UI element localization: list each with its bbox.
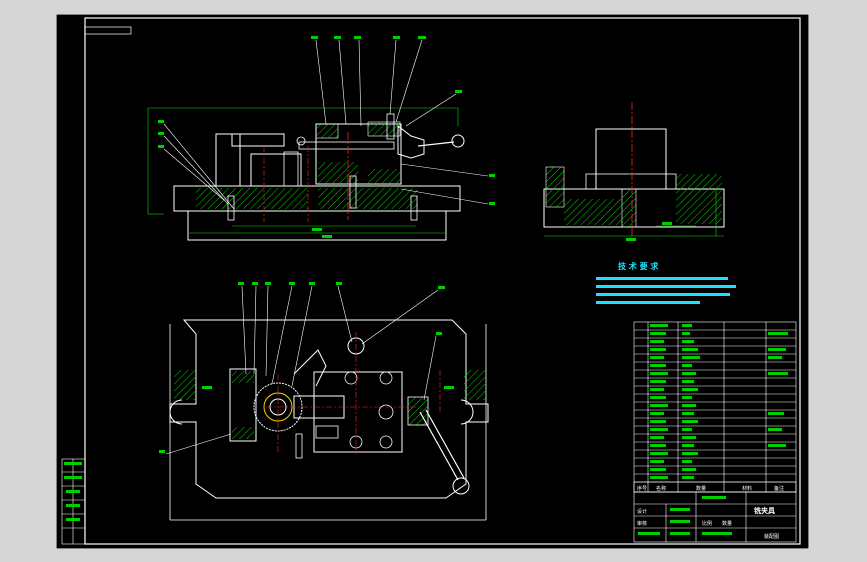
bom-material-header: 材料 — [742, 485, 752, 492]
drawing-title: 铣夹具 — [753, 506, 775, 515]
scale-label: 比例 — [702, 520, 712, 527]
bom-note-header: 备注 — [774, 485, 784, 492]
bom-name-header: 名称 — [656, 485, 666, 492]
cad-viewport[interactable]: 技 术 要 求 — [56, 14, 809, 549]
title-block — [633, 491, 797, 543]
check-label: 审核 — [637, 520, 647, 527]
drawing-subtitle: 装配图 — [764, 533, 779, 540]
front-view — [147, 36, 495, 241]
front-dim-outline — [147, 107, 459, 214]
inner-border — [84, 17, 801, 545]
bom-header: 序号 名称 数量 材料 备注 — [633, 481, 797, 493]
bom-entries — [650, 324, 788, 479]
bom-count-header: 数量 — [696, 485, 706, 492]
bom-seq-header: 序号 — [637, 485, 647, 492]
assembly-drawing: 技 术 要 求 — [56, 14, 809, 549]
bom-table — [633, 321, 797, 493]
qty-label: 数量 — [722, 520, 732, 527]
notes-title: 技 术 要 求 — [618, 261, 659, 271]
corner-tag — [84, 26, 132, 35]
top-view — [159, 282, 489, 521]
clamp-body — [315, 123, 402, 185]
left-strip-marks — [64, 462, 82, 521]
title-block-entries — [638, 496, 732, 535]
side-view — [543, 102, 725, 241]
technical-notes: 技 术 要 求 — [596, 261, 736, 304]
design-label: 设计 — [637, 508, 647, 515]
left-strip — [61, 458, 86, 545]
outer-frame — [56, 14, 809, 549]
